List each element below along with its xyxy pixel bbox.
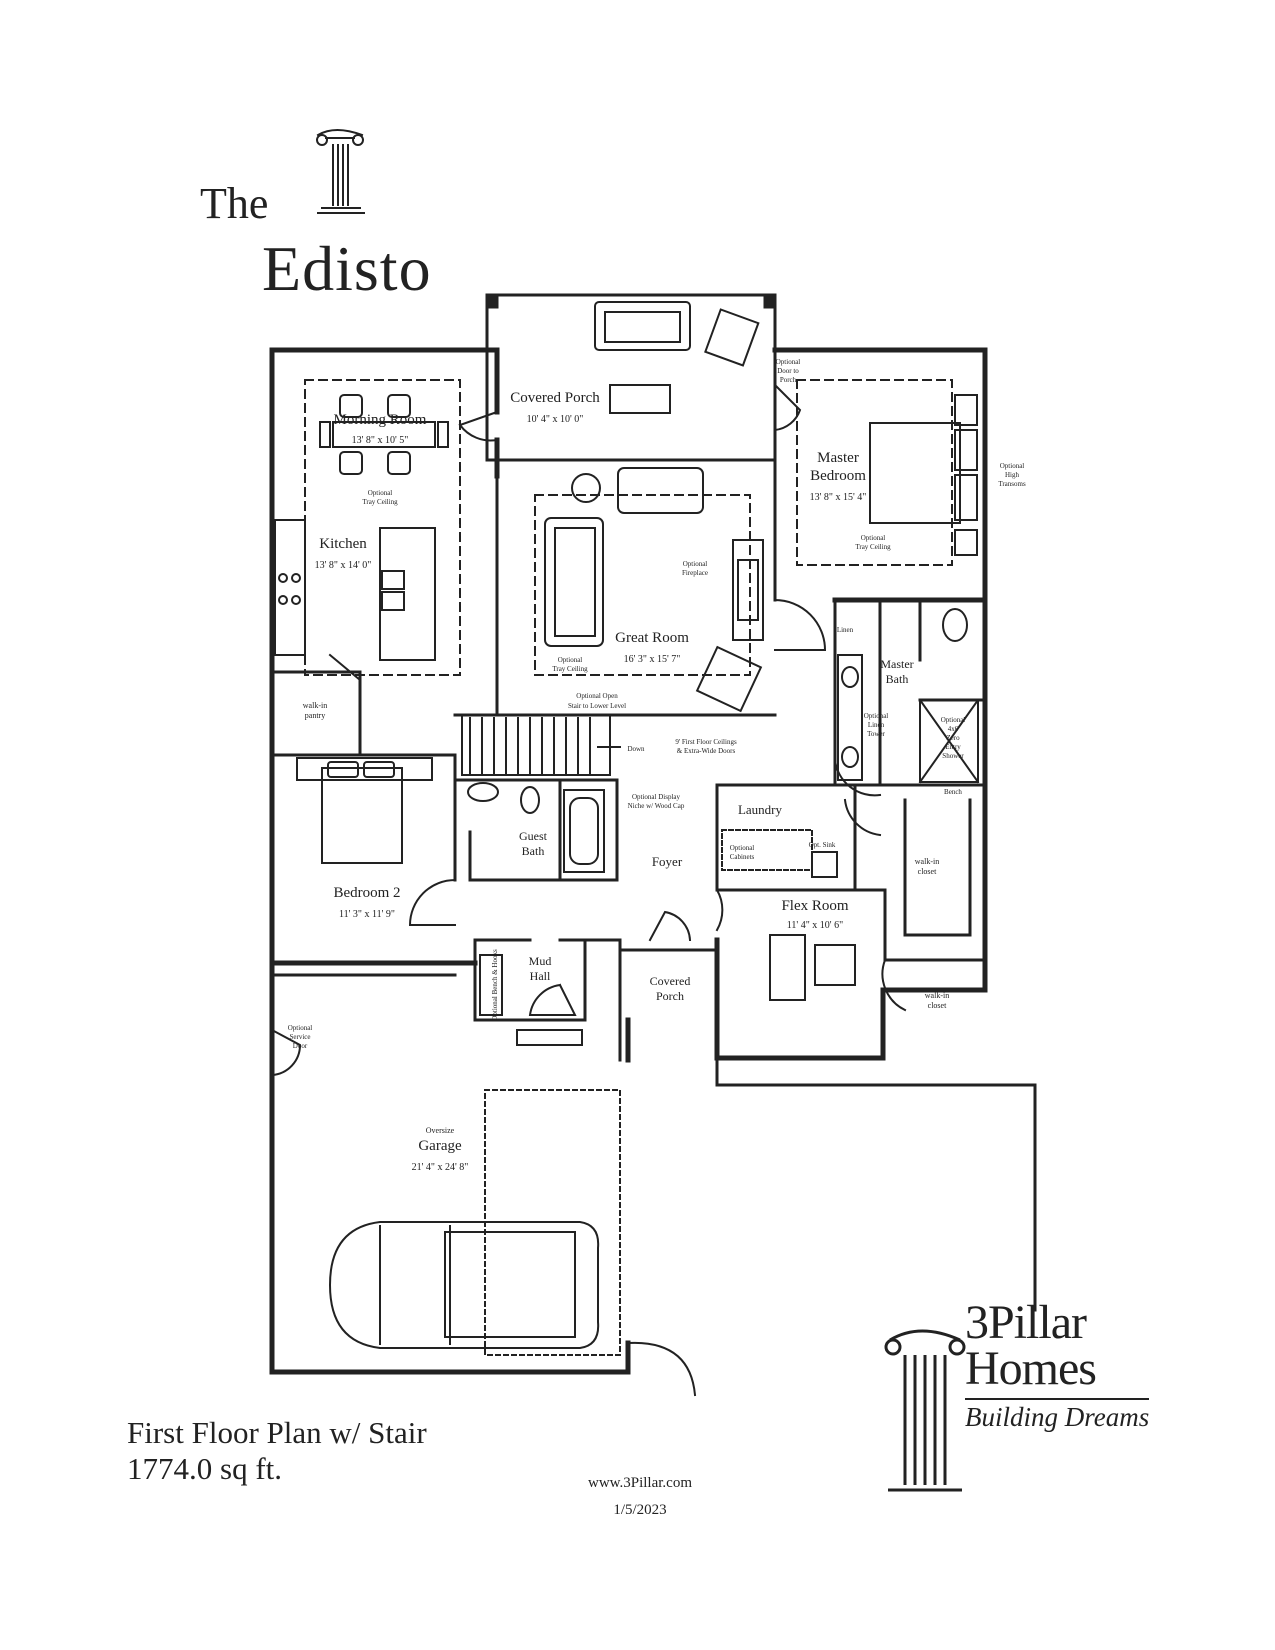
great-room-dims: 16' 3" x 15' 7" [624,654,681,665]
brand-tagline: Building Dreams [965,1398,1150,1433]
garage-dims: 21' 4" x 24' 8" [412,1162,469,1173]
note-shower-1: Optional [941,716,966,724]
master-bath-name-2: Bath [886,672,909,686]
laundry-name: Laundry [738,802,783,817]
note-fireplace-2: Fireplace [682,569,708,577]
mud-hall-name-2: Hall [530,969,551,983]
flex-room-dims: 11' 4" x 10' 6" [787,920,843,931]
brand-name-line2: Homes [965,1342,1097,1395]
note-service-door-1: Optional [288,1024,313,1032]
walkin-pantry-1: walk-in [303,701,327,710]
brand-name-line1: 3Pillar [965,1296,1087,1349]
footer-date: 1/5/2023 [613,1502,667,1518]
master-bedroom-dims: 13' 8" x 15' 4" [810,492,867,503]
note-fireplace-1: Optional [683,560,708,568]
note-open-stair-1: Optional Open [576,692,618,700]
guest-bath-name-1: Guest [519,829,548,843]
car-icon [328,1221,600,1349]
note-linen-tower-1: Optional [864,712,889,720]
note-down: Down [627,745,645,753]
covered-porch-top-outline [485,293,777,462]
covered-porch-front-name-2: Porch [656,989,684,1003]
covered-porch-top-dims: 10' 4" x 10' 0" [527,414,584,425]
walkin-closet-1-b: closet [918,867,937,876]
great-room-name: Great Room [615,630,689,646]
note-transoms-2: High [1005,471,1020,479]
morning-room-name: Morning Room [334,412,427,428]
note-tray-master-2: Tray Ceiling [855,543,891,551]
note-shower-4: Entry [945,743,961,751]
footer-website: www.3Pillar.com [587,1475,693,1491]
interior-walls [270,348,1037,1312]
note-display-niche-2: Niche w/ Wood Cap [628,802,685,810]
note-cabinets-2: Cabinets [730,853,755,861]
note-shower-3: Zero [946,734,960,742]
mud-hall-name-1: Mud [529,954,552,968]
note-bench-hooks: Optional Bench & Hooks [491,949,499,1021]
bedroom2-dims: 11' 3" x 11' 9" [339,909,395,920]
note-door-porch-3: Porch [780,376,797,384]
note-bench: Bench [944,788,962,796]
walkin-closet-1-a: walk-in [915,857,939,866]
note-tray-great-1: Optional [558,656,583,664]
column-logo-icon [316,129,365,214]
footer-plan-info: First Floor Plan w/ Stair 1774.0 sq ft. [127,1415,427,1487]
note-ceilings-1: 9' First Floor Ceilings [675,738,737,746]
plan-title: Edisto [262,233,432,304]
bedroom2-name: Bedroom 2 [333,885,400,901]
footer-sqft: 1774.0 sq ft. [127,1451,282,1486]
master-bath-name-1: Master [880,657,913,671]
covered-porch-top-name: Covered Porch [510,390,600,406]
furniture [274,301,980,1349]
note-display-niche-1: Optional Display [632,793,681,801]
footer-plan-title: First Floor Plan w/ Stair [127,1415,427,1450]
foyer-name: Foyer [652,854,683,869]
note-transoms-3: Transoms [998,480,1026,488]
walkin-closet-2-b: closet [928,1001,947,1010]
note-linen-tower-3: Tower [867,730,885,738]
note-door-porch-1: Optional [776,358,801,366]
note-tray-kitchen-1: Optional [368,489,393,497]
brand-column-icon [884,1329,966,1492]
walkin-pantry-2: pantry [305,711,325,720]
walkin-closet-2-a: walk-in [925,991,949,1000]
brand-block: 3Pillar Homes Building Dreams [965,1296,1150,1433]
note-shower-5: Shower [942,752,964,760]
footer-web-info: www.3Pillar.com 1/5/2023 [575,1470,705,1524]
note-service-door-3: Door [293,1042,308,1050]
note-shower-2: 4x6 [948,725,959,733]
kitchen-name: Kitchen [319,536,367,552]
morning-room-dims: 13' 8" x 10' 5" [352,435,409,446]
guest-bath-name-2: Bath [522,844,545,858]
garage-prefix: Oversize [426,1126,455,1135]
note-opt-sink: Opt. Sink [809,841,836,849]
kitchen-dims: 13' 8" x 14' 0" [315,560,372,571]
note-tray-great-2: Tray Ceiling [552,665,588,673]
flex-room-name: Flex Room [781,898,848,914]
stair [461,714,621,776]
garage-name: Garage [418,1138,462,1154]
note-transoms-1: Optional [1000,462,1025,470]
master-bedroom-name-1: Master [817,450,859,466]
note-linen: Linen [837,626,854,634]
note-open-stair-2: Stair to Lower Level [568,702,626,710]
covered-porch-front-name-1: Covered [650,974,691,988]
note-linen-tower-2: Linen [868,721,885,729]
door-swings [270,383,907,1397]
note-service-door-2: Service [290,1033,311,1041]
exterior-walls [269,347,988,1375]
title-prefix: The [200,179,269,228]
note-door-porch-2: Door to [777,367,799,375]
note-tray-master-1: Optional [861,534,886,542]
note-tray-kitchen-2: Tray Ceiling [362,498,398,506]
note-ceilings-2: & Extra-Wide Doors [677,747,736,755]
note-cabinets-1: Optional [730,844,755,852]
master-bedroom-name-2: Bedroom [810,468,866,484]
